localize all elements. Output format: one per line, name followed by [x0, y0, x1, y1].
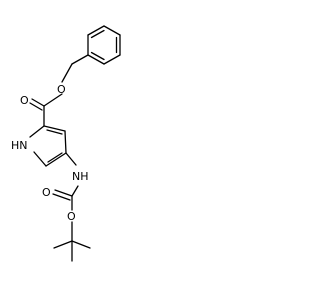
atom-label-o-tbu: O [67, 210, 76, 223]
carbamate-double-bond [52, 193, 71, 201]
atom-label-o-carbonyl: O [20, 94, 29, 107]
ring-bond [33, 151, 47, 167]
molecule-structure: O O HN NH O O [11, 25, 121, 262]
ring-bond [45, 152, 67, 167]
benzene-inner-bond [90, 29, 105, 39]
carbamate-double-bond [54, 189, 73, 197]
carbonyl-double-bond [31, 98, 45, 107]
benzene-bond [103, 54, 121, 65]
c-nh-bond [65, 152, 77, 166]
ring-bond [64, 130, 67, 154]
methyl-bond [53, 240, 73, 249]
atom-label-pyrrole-nh: HN [11, 139, 28, 152]
benzene-bond [87, 54, 105, 65]
ch2-o-bond [61, 63, 73, 83]
ring-inner-bond [46, 129, 63, 135]
carbamate-group [52, 152, 91, 262]
o-carbonyl-bond [43, 93, 63, 107]
ester-group [29, 93, 63, 127]
ring-bond [29, 125, 45, 138]
benzyl-group [61, 25, 121, 83]
structure-canvas: O O HN NH O O [0, 0, 151, 290]
carbonyl-double-bond [29, 102, 43, 111]
pyrrole-ring [29, 125, 67, 167]
benzene-bond [87, 25, 105, 36]
ring-bond [43, 125, 66, 132]
benzene-bond [103, 25, 121, 36]
benzene-inner-bond [90, 51, 105, 61]
methyl-bond [71, 240, 91, 249]
atom-label-o-ester: O [57, 83, 66, 96]
nh-c-bond [71, 185, 79, 197]
atom-label-o-carbamate: O [42, 186, 51, 199]
atom-label-amide-nh: NH [72, 170, 89, 183]
ch2-bond [71, 54, 89, 65]
ring-inner-bond [47, 152, 63, 163]
